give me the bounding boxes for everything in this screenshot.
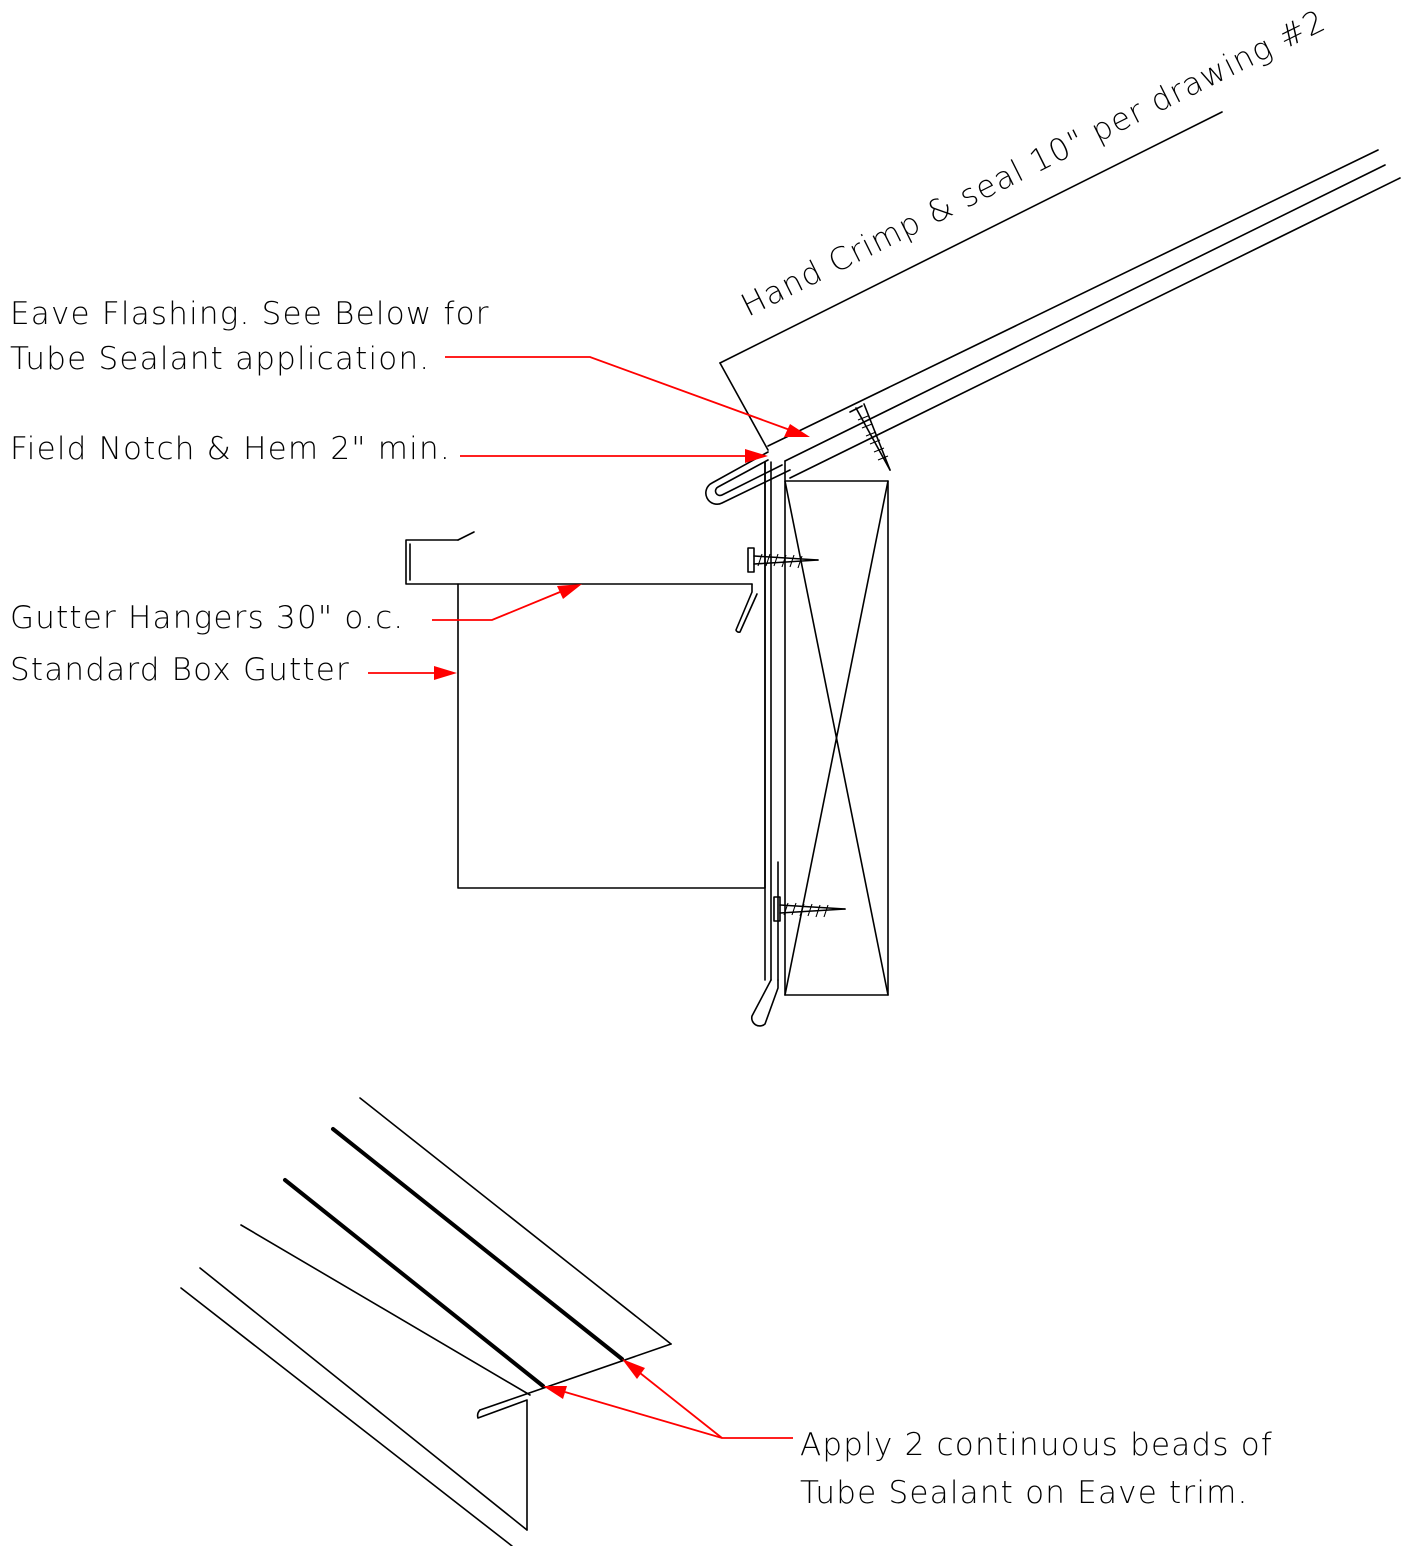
field-notch-label: Field Notch & Hem 2" min. bbox=[10, 431, 451, 467]
leader-eave-flashing bbox=[445, 356, 810, 437]
sealant-bead-2 bbox=[283, 1178, 545, 1388]
crimp-dimension-line bbox=[719, 111, 1223, 451]
gutter-hanger bbox=[405, 531, 758, 633]
leader-apply-beads bbox=[543, 1359, 793, 1439]
apply-beads-label-line1: Apply 2 continuous beads of bbox=[800, 1427, 1273, 1463]
sealant-bead-1 bbox=[331, 1127, 624, 1361]
leader-gutter-hangers bbox=[432, 584, 582, 621]
leader-box-gutter bbox=[368, 666, 457, 680]
box-gutter bbox=[457, 461, 766, 889]
fascia-board bbox=[784, 480, 889, 996]
roof-panel bbox=[767, 149, 1401, 481]
leader-field-notch bbox=[460, 449, 768, 463]
fascia-screw bbox=[773, 896, 846, 922]
eave-trim-isometric bbox=[180, 1097, 672, 1546]
eave-flashing-label-line2: Tube Sealant application. bbox=[10, 341, 430, 377]
apply-beads-label-line2: Tube Sealant on Eave trim. bbox=[800, 1475, 1249, 1511]
hand-crimp-label: Hand Crimp & seal 10" per drawing #2 bbox=[736, 3, 1332, 324]
roof-screw bbox=[849, 403, 891, 471]
box-gutter-label: Standard Box Gutter bbox=[10, 652, 350, 688]
gutter-hangers-label: Gutter Hangers 30" o.c. bbox=[10, 600, 404, 636]
hanger-screw bbox=[747, 547, 819, 573]
eave-flashing-label-line1: Eave Flashing. See Below for bbox=[10, 296, 490, 332]
